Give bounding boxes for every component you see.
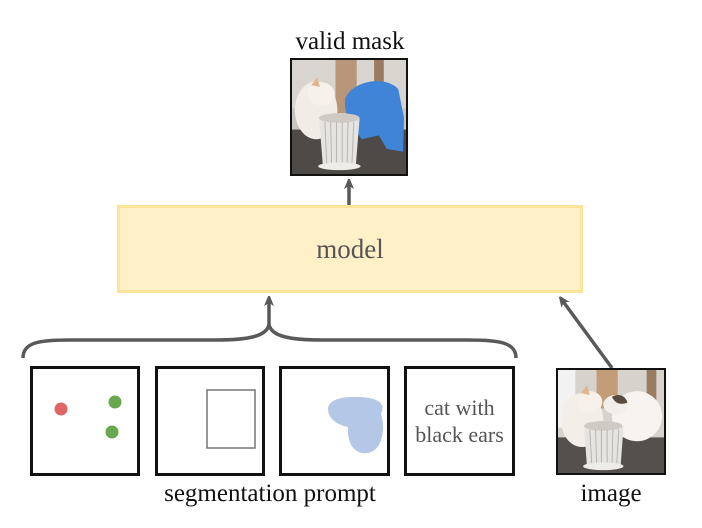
valid-mask-label: valid mask xyxy=(295,28,405,55)
prompt-mask-box xyxy=(279,366,390,476)
model-label: model xyxy=(316,233,384,264)
model-box: model xyxy=(117,205,583,293)
prompt-box-box xyxy=(155,366,265,476)
prompt-brace xyxy=(21,318,518,359)
points-prompt xyxy=(54,395,122,439)
valid-mask-image xyxy=(290,58,408,176)
segmentation-prompt-label: segmentation prompt xyxy=(164,480,376,507)
image-label: image xyxy=(580,480,642,507)
prompt-points-box xyxy=(30,366,140,476)
rough-mask xyxy=(328,396,384,454)
input-image xyxy=(556,368,666,475)
box-prompt xyxy=(206,389,256,449)
positive-point xyxy=(108,395,122,409)
negative-point xyxy=(54,402,68,416)
arrow-image-to-model xyxy=(562,300,614,370)
prompt-text-box: cat with black ears xyxy=(404,366,515,476)
bounding-box xyxy=(206,389,256,449)
text-prompt-line1: cat with xyxy=(424,395,495,420)
positive-point xyxy=(105,425,119,439)
text-prompt-line2: black ears xyxy=(415,422,504,447)
mask-prompt xyxy=(328,396,384,454)
